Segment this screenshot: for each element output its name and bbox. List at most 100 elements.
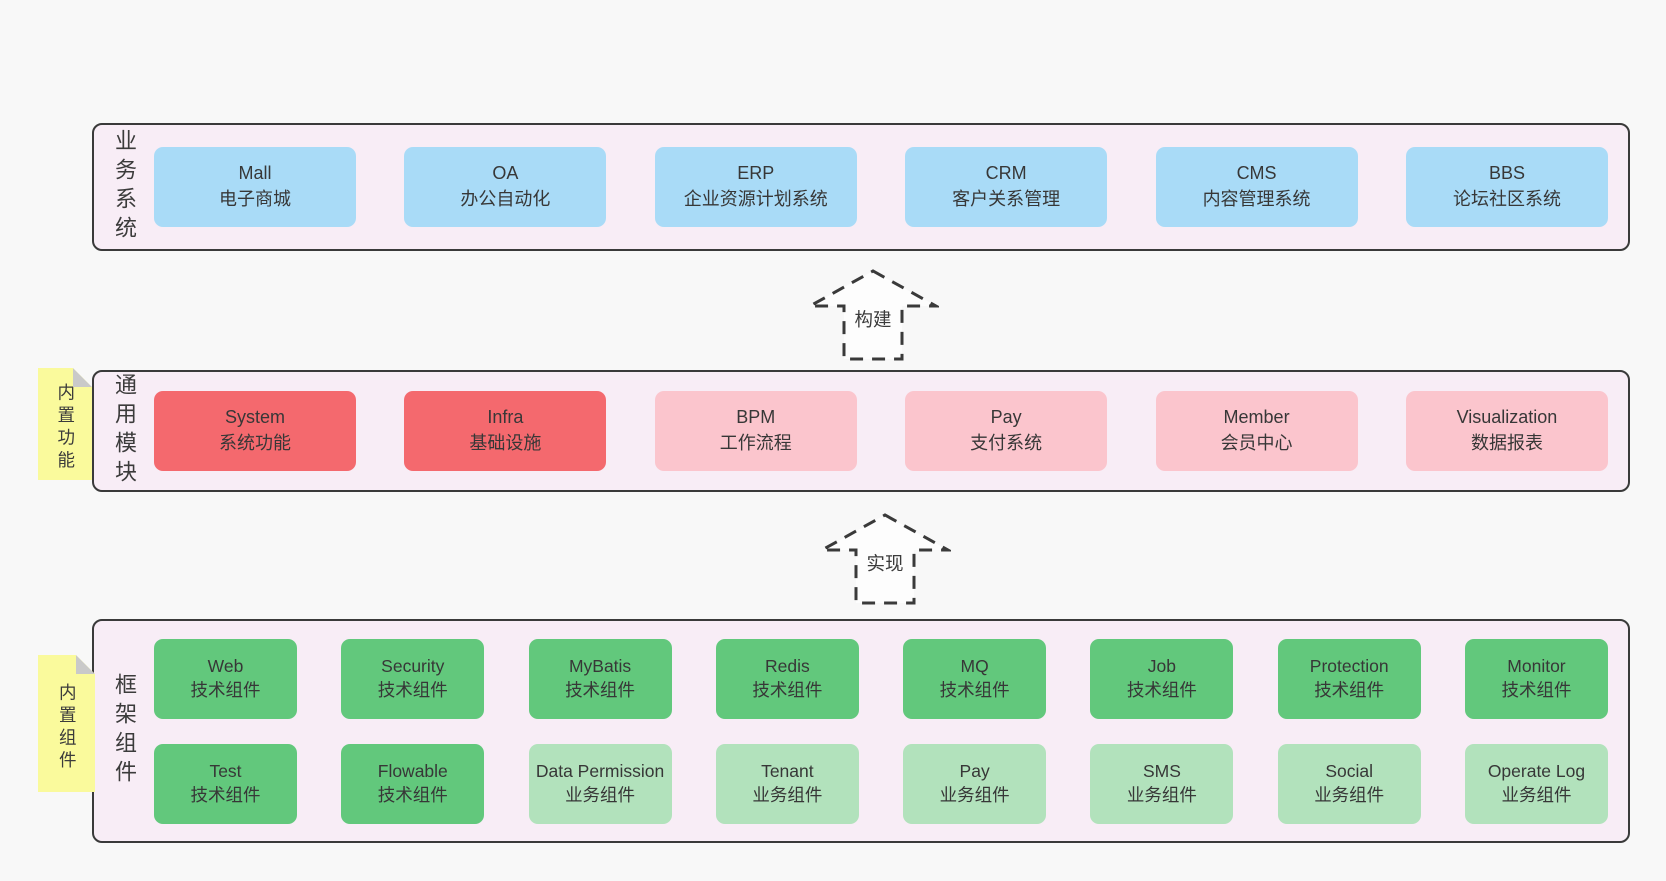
box-erp-subtitle: 企业资源计划系统 — [683, 189, 828, 209]
box-monitor: Monitor 技术组件 — [1464, 638, 1608, 719]
sticky-built-in-features-label: 内置功能 — [55, 383, 76, 473]
arrow-build: 构建 — [807, 268, 939, 362]
box-cms: CMS 内容管理系统 — [1155, 147, 1358, 227]
panel-title-text: 通用模块 — [112, 373, 137, 489]
box-visualization: Visualization 数据报表 — [1405, 391, 1608, 471]
panel-title-text: 框架组件 — [112, 673, 137, 789]
box-oa-subtitle: 办公自动化 — [460, 189, 551, 209]
box-data-permission-subtitle: 业务组件 — [565, 784, 636, 805]
box-mall-name: Mall — [238, 163, 272, 184]
box-web: Web 技术组件 — [154, 638, 297, 719]
box-social: Social 业务组件 — [1277, 743, 1421, 824]
box-system: System 系统功能 — [154, 391, 356, 471]
box-security-name: Security — [381, 655, 445, 676]
box-visualization-subtitle: 数据报表 — [1470, 433, 1543, 453]
box-bpm-subtitle: 工作流程 — [719, 433, 792, 453]
box-redis: Redis 技术组件 — [715, 638, 859, 719]
box-infra: Infra 基础设施 — [404, 391, 607, 471]
business-systems-row: Mall 电子商城 OA 办公自动化 ERP 企业资源计划系统 CRM 客户关系… — [154, 125, 1628, 249]
box-test-name: Test — [209, 760, 242, 781]
box-pay-module-name: Pay — [990, 407, 1022, 428]
box-operate-log-subtitle: 业务组件 — [1501, 784, 1572, 805]
box-test: Test 技术组件 — [154, 743, 297, 824]
box-security-subtitle: 技术组件 — [377, 679, 448, 700]
box-redis-name: Redis — [764, 655, 810, 676]
box-tenant: Tenant 业务组件 — [715, 743, 859, 824]
box-data-permission: Data Permission 业务组件 — [528, 743, 672, 824]
box-bpm: BPM 工作流程 — [654, 391, 857, 471]
box-mq-subtitle: 技术组件 — [939, 679, 1010, 700]
box-visualization-name: Visualization — [1456, 407, 1558, 428]
panel-common-modules-title: 通用模块 — [94, 372, 154, 490]
box-flowable-subtitle: 技术组件 — [377, 784, 448, 805]
box-protection-subtitle: 技术组件 — [1314, 679, 1385, 700]
panel-title-text: 业务系统 — [112, 129, 137, 245]
box-member: Member 会员中心 — [1155, 391, 1358, 471]
box-erp-name: ERP — [737, 163, 775, 184]
box-flowable: Flowable 技术组件 — [341, 743, 485, 824]
box-mq: MQ 技术组件 — [903, 638, 1047, 719]
panel-business-systems: 业务系统 Mall 电子商城 OA 办公自动化 ERP 企业资源计划系统 CRM… — [92, 123, 1630, 251]
box-pay-module: Pay 支付系统 — [905, 391, 1108, 471]
box-sms: SMS 业务组件 — [1090, 743, 1234, 824]
arrow-implement-label: 实现 — [863, 550, 907, 576]
box-web-subtitle: 技术组件 — [190, 679, 261, 700]
box-tenant-subtitle: 业务组件 — [752, 784, 823, 805]
box-cms-subtitle: 内容管理系统 — [1202, 189, 1311, 209]
box-redis-subtitle: 技术组件 — [752, 679, 823, 700]
box-mybatis-name: MyBatis — [568, 655, 632, 676]
box-sms-name: SMS — [1142, 760, 1181, 781]
box-data-permission-name: Data Permission — [535, 760, 665, 781]
box-mybatis: MyBatis 技术组件 — [528, 638, 672, 719]
box-flowable-name: Flowable — [377, 760, 448, 781]
box-job-name: Job — [1147, 655, 1177, 676]
box-mall: Mall 电子商城 — [154, 147, 356, 227]
box-pay-component-name: Pay — [959, 760, 990, 781]
box-mybatis-subtitle: 技术组件 — [565, 679, 636, 700]
box-operate-log-name: Operate Log — [1487, 760, 1586, 781]
box-member-name: Member — [1223, 407, 1290, 428]
box-system-name: System — [224, 407, 285, 428]
box-bpm-name: BPM — [736, 407, 776, 428]
box-crm: CRM 客户关系管理 — [905, 147, 1108, 227]
sticky-built-in-features: 内置功能 — [38, 368, 92, 480]
box-bbs-name: BBS — [1488, 163, 1525, 184]
box-oa: OA 办公自动化 — [404, 147, 607, 227]
box-web-name: Web — [207, 655, 244, 676]
panel-framework-components-title: 框架组件 — [94, 621, 154, 841]
box-cms-name: CMS — [1236, 163, 1277, 184]
framework-components-row-2: Test 技术组件 Flowable 技术组件 Data Permission … — [154, 743, 1608, 824]
box-infra-name: Infra — [487, 407, 524, 428]
box-job: Job 技术组件 — [1090, 638, 1234, 719]
box-oa-name: OA — [492, 163, 519, 184]
box-bbs: BBS 论坛社区系统 — [1405, 147, 1608, 227]
box-sms-subtitle: 业务组件 — [1126, 784, 1197, 805]
box-pay-module-subtitle: 支付系统 — [970, 433, 1043, 453]
box-protection: Protection 技术组件 — [1277, 638, 1421, 719]
arrow-implement: 实现 — [819, 512, 951, 606]
sticky-built-in-components-label: 内置组件 — [57, 682, 78, 773]
box-security: Security 技术组件 — [341, 638, 485, 719]
box-crm-subtitle: 客户关系管理 — [952, 189, 1061, 209]
panel-business-systems-title: 业务系统 — [94, 125, 154, 249]
box-job-subtitle: 技术组件 — [1126, 679, 1197, 700]
box-crm-name: CRM — [985, 163, 1027, 184]
box-monitor-name: Monitor — [1507, 655, 1566, 676]
box-erp: ERP 企业资源计划系统 — [654, 147, 857, 227]
box-social-name: Social — [1325, 760, 1374, 781]
panel-framework-components: 框架组件 Web 技术组件 Security 技术组件 MyBatis 技术组件… — [92, 619, 1630, 843]
framework-components-row-1: Web 技术组件 Security 技术组件 MyBatis 技术组件 Redi… — [154, 638, 1608, 719]
sticky-fold-icon — [73, 368, 92, 387]
box-test-subtitle: 技术组件 — [190, 784, 261, 805]
box-bbs-subtitle: 论坛社区系统 — [1452, 189, 1561, 209]
box-mq-name: MQ — [960, 655, 989, 676]
arrow-build-label: 构建 — [851, 306, 895, 332]
box-member-subtitle: 会员中心 — [1220, 433, 1293, 453]
panel-common-modules: 通用模块 System 系统功能 Infra 基础设施 BPM 工作流程 Pay… — [92, 370, 1630, 492]
framework-components-grid: Web 技术组件 Security 技术组件 MyBatis 技术组件 Redi… — [154, 621, 1628, 841]
box-pay-component: Pay 业务组件 — [903, 743, 1047, 824]
box-mall-subtitle: 电子商城 — [219, 189, 291, 209]
box-monitor-subtitle: 技术组件 — [1501, 679, 1572, 700]
box-pay-component-subtitle: 业务组件 — [939, 784, 1010, 805]
